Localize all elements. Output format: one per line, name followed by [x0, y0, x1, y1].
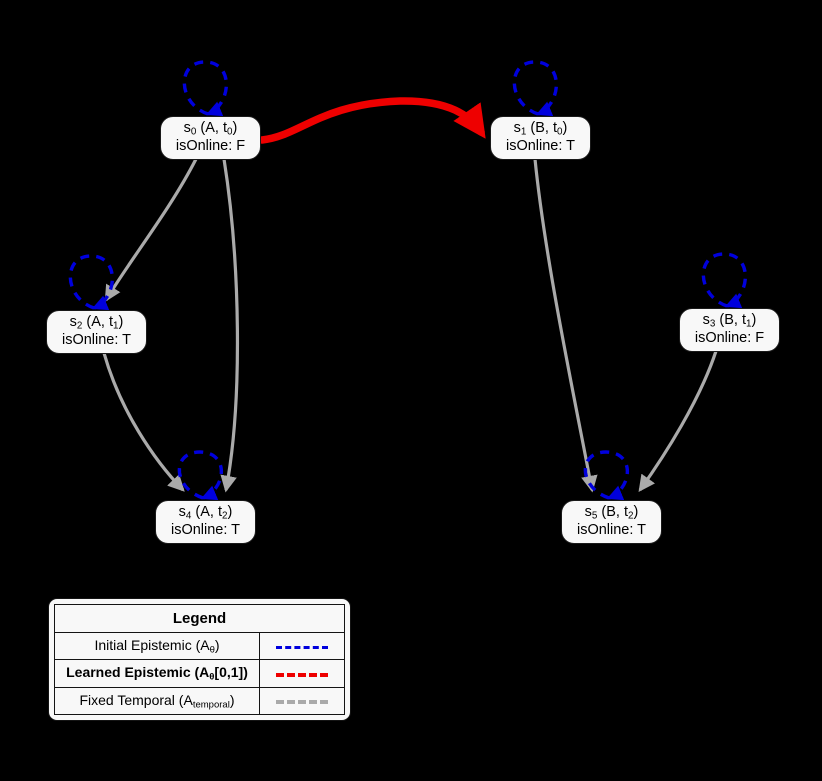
legend-row-learned-epistemic: Learned Epistemic (Aθ[0,1]): [54, 659, 345, 688]
edge-s1-s5: [533, 158, 598, 493]
node-label-s2-line1: s2 (A, t1): [69, 314, 124, 332]
node-label-s1-line1: s1 (B, t0): [513, 120, 568, 138]
legend-title-row: Legend: [54, 604, 345, 633]
edge-s3-s5: [638, 350, 718, 493]
edge-s0-s1-learned: [258, 97, 486, 144]
legend-title: Legend: [54, 604, 345, 633]
initial-epistemic-line-icon: [276, 646, 328, 650]
graph-node-s1[interactable]: s1 (B, t0) isOnline: T: [490, 116, 591, 161]
edge-s2-s4: [102, 352, 185, 492]
node-label-s1-line2: isOnline: T: [505, 138, 576, 155]
legend-label-learned-epistemic: Learned Epistemic (Aθ[0,1]): [54, 659, 260, 688]
self-loop-s4: [177, 450, 224, 501]
node-label-s2-line2: isOnline: T: [61, 332, 132, 349]
legend-row-fixed-temporal: Fixed Temporal (Atemporal): [54, 686, 345, 716]
edge-s0-s4: [220, 158, 240, 493]
graph-node-s3[interactable]: s3 (B, t1) isOnline: F: [679, 308, 780, 353]
self-loop-s1: [512, 60, 559, 117]
node-label-s0-line2: isOnline: F: [175, 138, 246, 155]
learned-epistemic-line-icon: [276, 673, 328, 677]
legend-table: Legend Initial Epistemic (Aθ) Learned Ep…: [54, 604, 345, 716]
graph-node-s0[interactable]: s0 (A, t0) isOnline: F: [160, 116, 261, 161]
node-label-s5-line2: isOnline: T: [576, 522, 647, 539]
node-label-s5-line1: s5 (B, t2): [584, 504, 639, 522]
node-label-s4-line1: s4 (A, t2): [178, 504, 233, 522]
graph-node-s5[interactable]: s5 (B, t2) isOnline: T: [561, 500, 662, 545]
node-label-s4-line2: isOnline: T: [170, 522, 241, 539]
node-label-s3-line1: s3 (B, t1): [702, 312, 757, 330]
legend-sample-fixed-temporal: [259, 686, 345, 716]
legend-sample-initial-epistemic: [259, 631, 345, 661]
node-label-s0-line1: s0 (A, t0): [183, 120, 238, 138]
graph-node-s2[interactable]: s2 (A, t1) isOnline: T: [46, 310, 147, 355]
graph-node-s4[interactable]: s4 (A, t2) isOnline: T: [155, 500, 256, 545]
node-label-s3-line2: isOnline: F: [694, 330, 765, 347]
legend-row-initial-epistemic: Initial Epistemic (Aθ): [54, 631, 345, 661]
legend-panel: Legend Initial Epistemic (Aθ) Learned Ep…: [48, 598, 351, 722]
self-loop-s3: [701, 252, 748, 309]
legend-sample-learned-epistemic: [259, 659, 345, 688]
fixed-temporal-line-icon: [276, 700, 328, 705]
self-loop-s0: [182, 60, 229, 117]
legend-label-initial-epistemic: Initial Epistemic (Aθ): [54, 631, 260, 661]
self-loop-s2: [68, 254, 115, 311]
legend-label-fixed-temporal: Fixed Temporal (Atemporal): [54, 686, 260, 716]
self-loop-s5: [583, 450, 630, 501]
edge-s0-s2: [104, 158, 198, 303]
